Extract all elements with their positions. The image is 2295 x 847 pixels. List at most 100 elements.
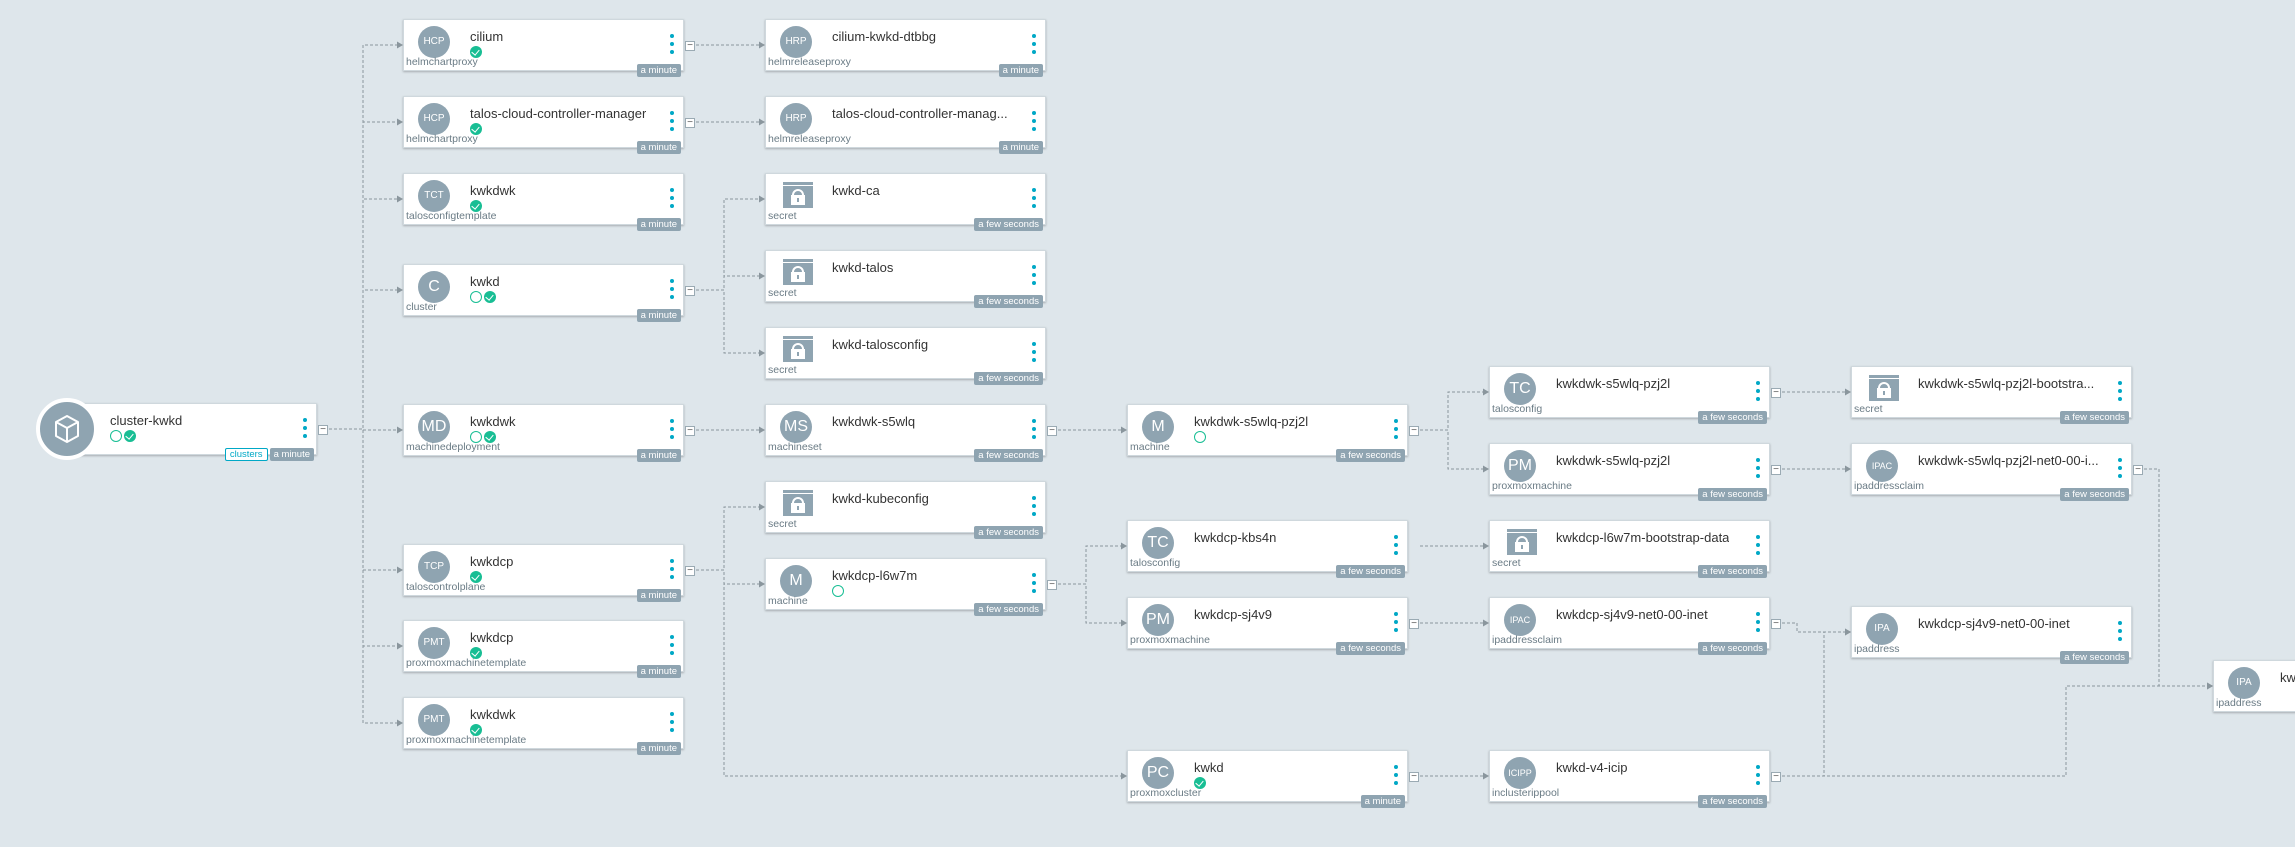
kebab-menu-icon[interactable] [1031, 188, 1037, 208]
kebab-menu-icon[interactable] [302, 418, 308, 438]
kind-avatar-icon: MS [780, 411, 812, 443]
kebab-menu-icon[interactable] [1393, 419, 1399, 439]
kebab-menu-icon[interactable] [1755, 765, 1761, 785]
collapse-toggle[interactable]: − [685, 566, 695, 576]
collapse-toggle[interactable]: − [1771, 388, 1781, 398]
root-node-cluster-kwkd[interactable]: cluster-kwkd clusters a minute − [36, 398, 328, 461]
edge-arrowhead [1121, 772, 1127, 780]
status-indicators [470, 291, 496, 303]
kebab-menu-icon[interactable] [669, 712, 675, 732]
kind-avatar-icon: HCP [418, 26, 450, 58]
kebab-menu-icon[interactable] [1755, 612, 1761, 632]
kebab-menu-icon[interactable] [2117, 381, 2123, 401]
collapse-toggle[interactable]: − [1047, 426, 1057, 436]
kebab-menu-icon[interactable] [669, 559, 675, 579]
collapse-toggle[interactable]: − [685, 426, 695, 436]
kebab-menu-icon[interactable] [669, 635, 675, 655]
node-label: kwkd-talosconfig [832, 337, 929, 352]
status-indicators [470, 571, 482, 583]
clusters-tag: clusters [224, 448, 268, 461]
edge-arrowhead [397, 719, 403, 727]
check-icon [470, 200, 482, 212]
age-badge: a few seconds [1336, 642, 1405, 655]
collapse-toggle[interactable]: − [1409, 426, 1419, 436]
kebab-menu-icon[interactable] [1031, 573, 1037, 593]
collapse-toggle[interactable]: − [1771, 772, 1781, 782]
kebab-menu-icon[interactable] [1031, 419, 1037, 439]
kebab-menu-icon[interactable] [1755, 535, 1761, 555]
kebab-menu-icon[interactable] [669, 34, 675, 54]
collapse-toggle[interactable]: − [685, 41, 695, 51]
kebab-menu-icon[interactable] [1755, 381, 1761, 401]
edge-arrowhead [2207, 682, 2213, 690]
edge-arrowhead [759, 349, 765, 357]
kebab-menu-icon[interactable] [1031, 265, 1037, 285]
collapse-toggle[interactable]: − [685, 286, 695, 296]
collapse-toggle[interactable]: − [2133, 465, 2143, 475]
kind-avatar-icon: IPA [1866, 613, 1898, 645]
kebab-menu-icon[interactable] [669, 111, 675, 131]
edge [1782, 622, 1846, 633]
collapse-toggle[interactable]: − [1047, 580, 1057, 590]
kebab-menu-icon[interactable] [1031, 496, 1037, 516]
kebab-menu-icon[interactable] [669, 419, 675, 439]
kebab-menu-icon[interactable] [1393, 612, 1399, 632]
node-kind: proxmoxmachinetemplate [406, 734, 527, 746]
node-kind: talosconfig [1492, 403, 1543, 415]
kebab-menu-icon[interactable] [1031, 111, 1037, 131]
collapse-toggle[interactable]: − [1409, 619, 1419, 629]
collapse-toggle[interactable]: − [1771, 619, 1781, 629]
kebab-menu-icon[interactable] [1393, 765, 1399, 785]
kebab-menu-icon[interactable] [669, 188, 675, 208]
edge-arrowhead [1845, 465, 1851, 473]
kebab-menu-icon[interactable] [2117, 621, 2123, 641]
kebab-menu-icon[interactable] [1393, 535, 1399, 555]
collapse-toggle[interactable]: − [1771, 465, 1781, 475]
collapse-toggle[interactable]: − [685, 118, 695, 128]
kebab-menu-icon[interactable] [1031, 342, 1037, 362]
kebab-menu-icon[interactable] [1755, 458, 1761, 478]
kebab-menu-icon[interactable] [669, 279, 675, 299]
edge [329, 289, 398, 430]
edge [1420, 391, 1484, 431]
age-badge: a minute [636, 141, 681, 154]
kebab-menu-icon[interactable] [1031, 34, 1037, 54]
collapse-toggle[interactable]: − [1409, 772, 1419, 782]
collapse-toggle[interactable]: − [318, 425, 328, 435]
age-badge: a few seconds [2060, 411, 2129, 424]
age-badge: a minute [269, 448, 314, 461]
edge-arrowhead [1845, 388, 1851, 396]
kebab-menu-icon[interactable] [2117, 458, 2123, 478]
edge-arrowhead [759, 118, 765, 126]
check-icon [470, 46, 482, 58]
